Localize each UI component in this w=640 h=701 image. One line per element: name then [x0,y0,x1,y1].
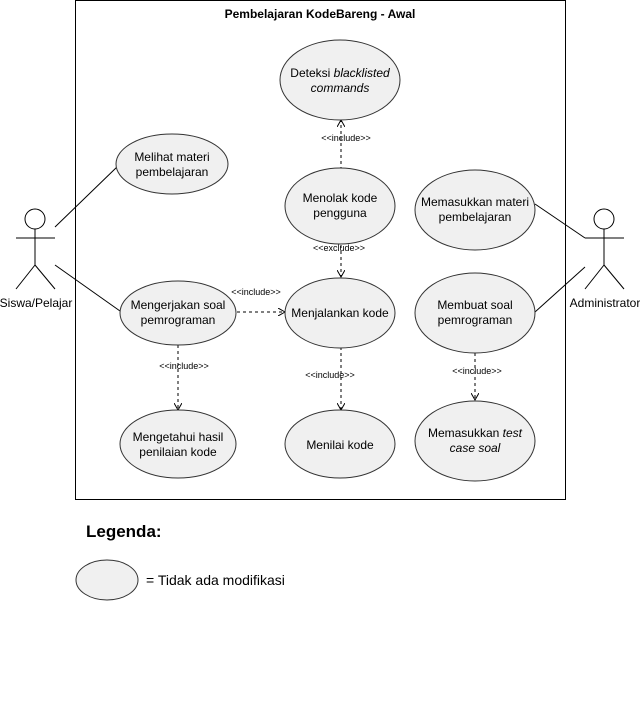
svg-text:Memasukkan test: Memasukkan test [428,426,523,440]
legend-swatch [75,559,139,601]
assoc-student-mengerjakan [54,264,121,312]
svg-text:case soal: case soal [450,441,501,455]
actor-student-label: Siswa/Pelajar [0,296,72,310]
svg-text:Memasukkan materi: Memasukkan materi [421,195,529,209]
usecase-memasukkan-test-case: Memasukkan test case soal [414,400,536,482]
system-boundary [75,0,566,500]
svg-text:penilaian kode: penilaian kode [139,445,217,459]
include-label-menilai: <<include>> [305,370,355,380]
usecase-memasukkan-materi: Memasukkan materi pembelajaran [414,169,536,251]
svg-text:pembelajaran: pembelajaran [439,210,512,224]
assoc-admin-memasukkan-materi [534,203,586,239]
usecase-menilai-kode: Menilai kode [284,409,396,479]
svg-text:Deteksi blacklisted: Deteksi blacklisted [290,66,390,80]
svg-text:Membuat soal: Membuat soal [437,298,512,312]
svg-text:Mengerjakan soal: Mengerjakan soal [131,298,226,312]
legend-item-text: = Tidak ada modifikasi [146,572,285,588]
svg-text:Menjalankan kode: Menjalankan kode [291,306,389,320]
include-label-menjalankan: <<include>> [231,287,281,297]
actor-admin [584,208,625,290]
svg-text:Menolak kode: Menolak kode [303,191,378,205]
legend-title: Legenda: [86,522,162,541]
exclude-label-menolak: <<exclude>> [313,243,365,253]
svg-text:pemrograman: pemrograman [141,313,216,327]
actor-student [15,208,56,290]
usecase-mengetahui-hasil: Mengetahui hasil penilaian kode [119,409,237,479]
svg-text:Melihat materi: Melihat materi [134,150,209,164]
diagram-title: Pembelajaran KodeBareng - Awal [225,7,416,21]
usecase-menolak-kode: Menolak kode pengguna [284,167,396,245]
svg-text:pemrograman: pemrograman [438,313,513,327]
usecase-mengerjakan-soal: Mengerjakan soal pemrograman [119,280,237,346]
usecase-deteksi-blacklisted: Deteksi blacklisted commands [279,39,401,121]
svg-text:commands: commands [311,81,370,95]
svg-text:Menilai kode: Menilai kode [306,438,374,452]
svg-text:pembelajaran: pembelajaran [136,165,209,179]
svg-text:pengguna: pengguna [313,206,367,220]
include-label-memasukkan-test: <<include>> [452,366,502,376]
usecase-membuat-soal: Membuat soal pemrograman [414,272,536,354]
assoc-student-melihat [54,165,119,228]
assoc-admin-membuat-soal [534,266,586,313]
include-label-mengetahui: <<include>> [159,361,209,371]
usecase-melihat-materi: Melihat materi pembelajaran [115,133,229,195]
svg-text:Mengetahui hasil: Mengetahui hasil [133,430,224,444]
actor-admin-label: Administrator [570,296,640,310]
include-label-deteksi: <<include>> [321,133,371,143]
usecase-menjalankan-kode: Menjalankan kode [284,277,396,349]
